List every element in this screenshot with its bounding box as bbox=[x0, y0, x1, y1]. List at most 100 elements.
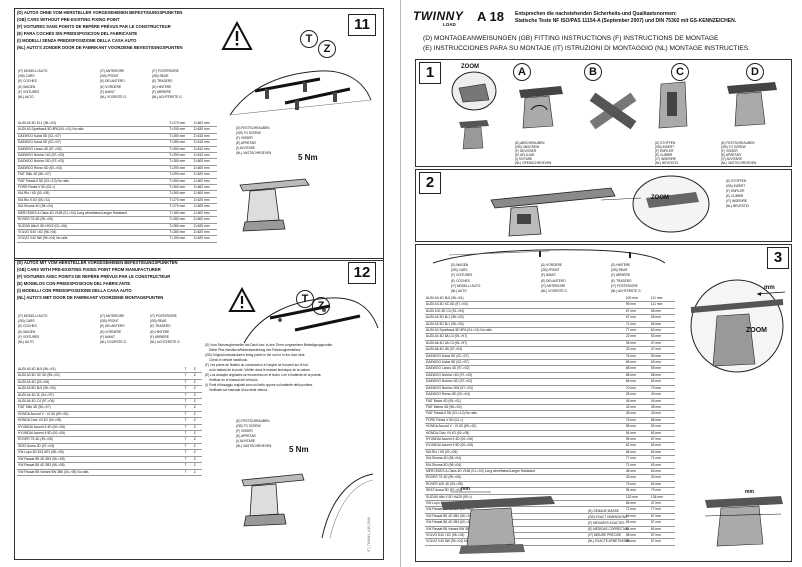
rear-value-cell: 60 mm bbox=[649, 378, 675, 386]
front-value-cell: 35 mm bbox=[624, 340, 650, 348]
vehicle-model-cell: AUDI A6 4D 4B (97->04) bbox=[425, 346, 625, 354]
rear-value-cell: Z=615 mm bbox=[192, 133, 217, 141]
vehicle-model-cell: KIA Shuma 4D (98->04) bbox=[425, 455, 625, 463]
front-value-cell: 66 mm bbox=[624, 449, 650, 457]
rear-value-cell: Z=600 mm bbox=[192, 178, 217, 186]
callout-text: (GB) INSERT bbox=[655, 145, 675, 149]
mm-unit-label: mm bbox=[461, 486, 470, 492]
zoom-label: ZOOM bbox=[651, 195, 669, 201]
front-value-cell: T=190 mm bbox=[168, 235, 193, 243]
rear-value-cell: Z=600 mm bbox=[192, 216, 217, 224]
header-text: (IT) ANTERIORE bbox=[100, 69, 125, 73]
callout-text: (E) AFLOJAR bbox=[515, 153, 535, 157]
key-diagram bbox=[589, 92, 637, 130]
rear-value-cell: Z=600 mm bbox=[192, 190, 217, 198]
rear-value-cell: 77 mm bbox=[649, 506, 675, 514]
rear-value-cell: 57 mm bbox=[649, 538, 675, 546]
rear-value-cell: 79 mm bbox=[649, 487, 675, 495]
rear-value-cell: 57 mm bbox=[649, 519, 675, 527]
front-value-cell: 120 mm bbox=[624, 494, 650, 502]
front-value-cell: 36 mm bbox=[624, 410, 650, 418]
front-value-cell: T=260 mm bbox=[168, 146, 193, 154]
rear-value-cell: Z=620 mm bbox=[192, 197, 217, 205]
vehicle-model-cell: AUDI A3 Sportback 5D 8PA (04->11) No rai… bbox=[425, 327, 625, 335]
table-row: MERCEDES A Class 4D V168 (01->04) Long w… bbox=[425, 468, 675, 476]
front-value-cell: 55 mm bbox=[624, 436, 650, 444]
rear-value-cell: 55 mm bbox=[649, 365, 675, 373]
front-value-cell: T=260 mm bbox=[168, 178, 193, 186]
header-text: (GB) FRONT bbox=[541, 268, 560, 273]
header-text: (D) VORDERE bbox=[100, 84, 122, 89]
front-value-cell: 55 mm bbox=[624, 423, 650, 431]
column-header-rear: (IT) POSTERIORE (GB) REAR (E) TRASERO (D… bbox=[150, 314, 180, 345]
header-text: (GB) REAR bbox=[150, 319, 167, 324]
rear-value-cell: Z=620 mm bbox=[192, 229, 217, 237]
callout-text: (D) FESTSCHRAUBEN bbox=[721, 141, 755, 145]
front-value-cell: 58 mm bbox=[624, 538, 650, 546]
front-value-cell: T bbox=[183, 417, 193, 425]
note-line: Check in vehicle handbook. bbox=[209, 358, 248, 362]
header-text: (E) COCHES bbox=[18, 324, 37, 329]
note-line: Verificar en el manual del vehículo. bbox=[209, 378, 259, 382]
callout-text: (IT) MISURE PRECISE bbox=[588, 533, 622, 537]
callout-text: (NL) OPENSCHROEVEN bbox=[515, 161, 552, 165]
foot-assembly-diagram bbox=[459, 120, 489, 150]
vehicle-model-cell: ROVER 400 4D (90->95) bbox=[425, 481, 625, 489]
letter-t-marker: T bbox=[300, 30, 318, 48]
foot-screw-diagram bbox=[727, 82, 777, 127]
front-value-cell: T bbox=[183, 367, 193, 374]
front-value-cell: 77 mm bbox=[624, 455, 650, 463]
vehicle-model-cell: HYUNDAI Accent II 5D (00->06) bbox=[425, 442, 625, 450]
front-value-cell: T bbox=[183, 469, 193, 476]
brand-logo: TWINNY LOAD A 18 bbox=[413, 8, 515, 30]
rear-value-cell: 47 mm bbox=[649, 346, 675, 354]
rear-value-cell: 60 mm bbox=[649, 442, 675, 450]
vehicle-model-cell: HYUNDAI Accent II 4D (00->06) bbox=[17, 424, 184, 432]
foot-height-diagram bbox=[441, 491, 555, 554]
vehicle-model-cell: VOLVO S40 I 4D (96->04) bbox=[425, 532, 625, 540]
header-text: (NL) VOORSTE G. bbox=[100, 340, 127, 345]
vehicle-model-cell: DAEWOO Kalos 5D (02->07) bbox=[425, 359, 625, 367]
header-line: (I) MODELLI CON PREDISPOSIZIONE DELLA CA… bbox=[17, 288, 132, 293]
rear-value-cell: 43 mm bbox=[649, 410, 675, 418]
vehicle-model-cell: DAEWOO Kalos 5D (02->07) bbox=[425, 353, 625, 361]
callout-text: (E) APRETAR bbox=[236, 141, 256, 145]
letter-z-marker: Z bbox=[312, 297, 330, 315]
rear-value-cell: 62 mm bbox=[649, 327, 675, 335]
note-line: Siehe Pkw-Handbuch/Betriebsanleitung des… bbox=[209, 348, 302, 352]
callout-text: (F) ENFILER bbox=[655, 149, 674, 153]
vehicle-model-cell: DAEWOO Nubira I 4D (97->03) bbox=[17, 152, 169, 160]
callout-text: (D) FESTSCHRAUBEN bbox=[236, 419, 270, 423]
note-line: (E) Los anclajes originales se encuentra… bbox=[205, 373, 322, 377]
front-value-cell: T=280 mm bbox=[168, 139, 193, 147]
step-3-frame bbox=[415, 244, 792, 562]
rear-value-cell: Z=610 mm bbox=[192, 146, 217, 154]
rear-value-cell: Z bbox=[192, 411, 202, 419]
rear-value-cell: 60 mm bbox=[649, 481, 675, 489]
callout-text: (D) FESTSCHRAUBEN bbox=[236, 126, 270, 130]
callout-text: (E) MEDIDAS CORRECTAS bbox=[588, 527, 629, 531]
rear-value-cell: 60 mm bbox=[649, 430, 675, 437]
front-value-cell: 70 mm bbox=[624, 385, 650, 393]
header-text: (E) COCHES bbox=[18, 79, 37, 84]
callout-text: (IT) INSERIRE bbox=[655, 157, 676, 161]
rear-value-cell: 45 mm bbox=[649, 404, 675, 412]
note-line: Verificate sul manuale d'uso della vettu… bbox=[209, 388, 268, 392]
rear-value-cell: 60 mm bbox=[649, 526, 675, 534]
header-text: (NL) ACHTERSTE G. bbox=[152, 95, 183, 100]
foot-gap-diagram bbox=[704, 496, 783, 547]
rear-value-cell: 50 mm bbox=[649, 353, 675, 361]
front-value-cell: 72 mm bbox=[624, 506, 650, 514]
